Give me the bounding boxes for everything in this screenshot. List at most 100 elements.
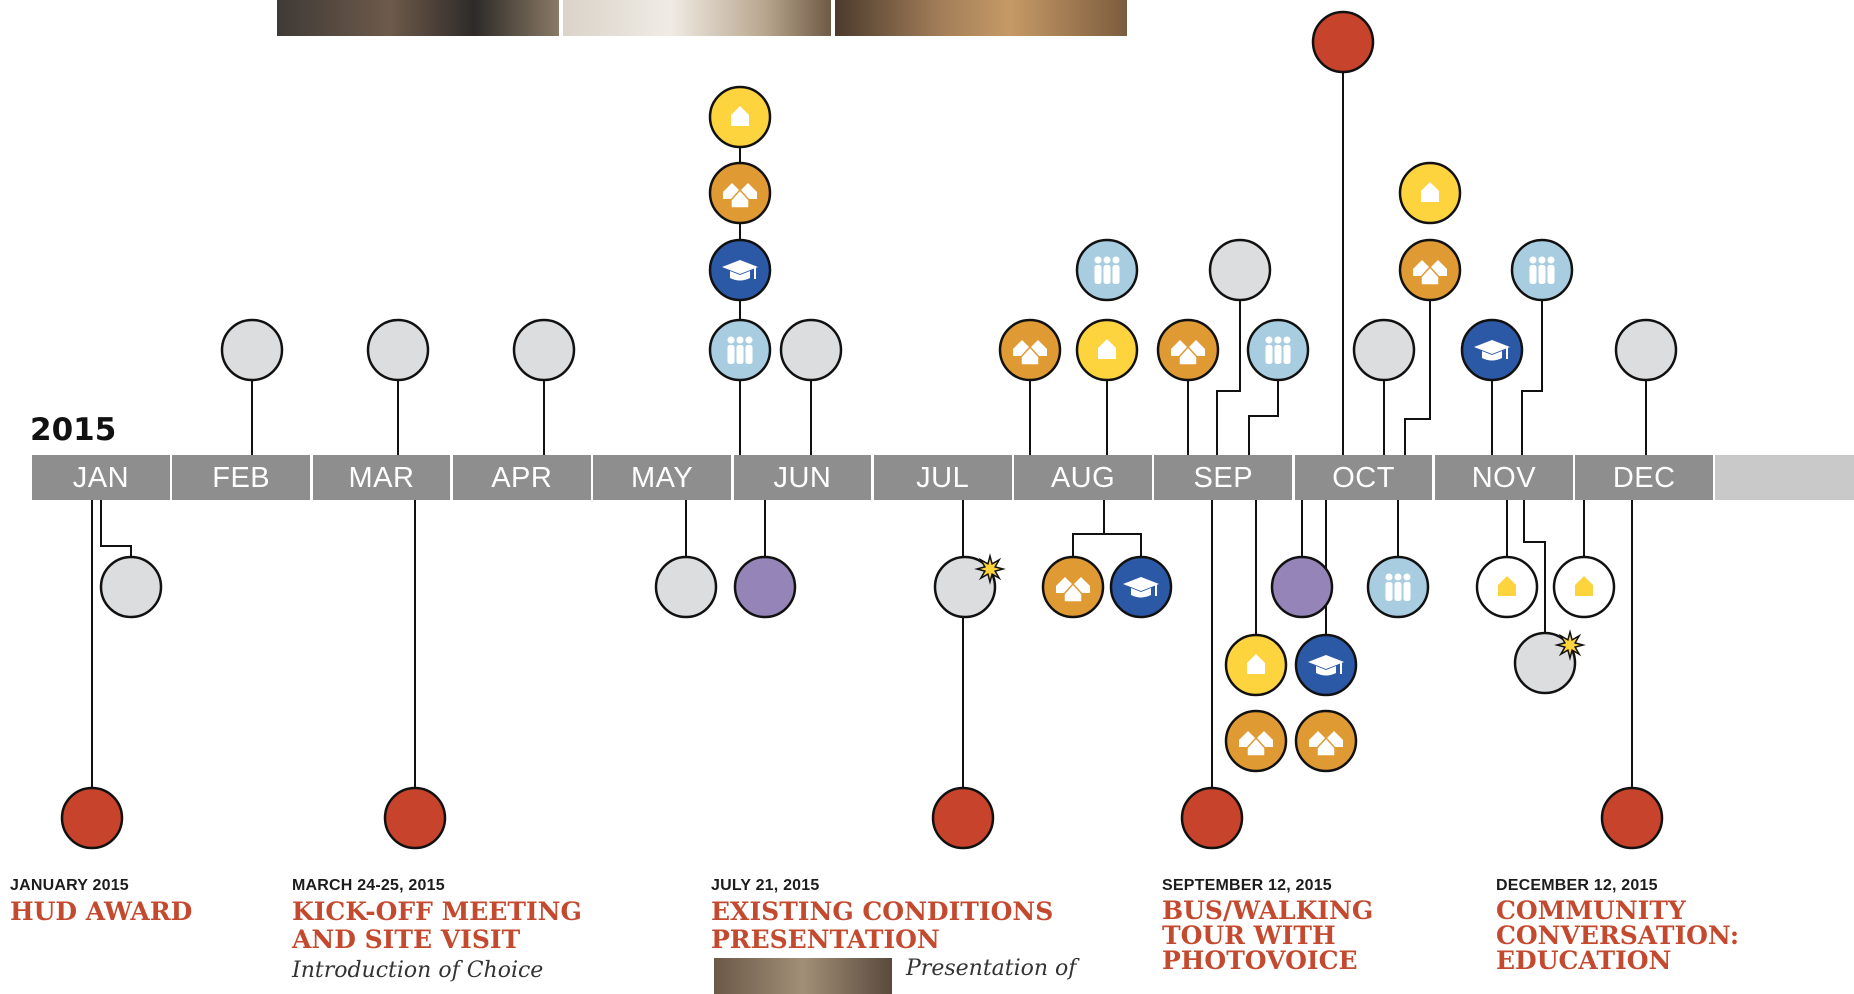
event-media-row: Presentation of xyxy=(711,954,1076,994)
house-shape xyxy=(1178,345,1198,366)
node-circle xyxy=(654,555,718,619)
node-circle xyxy=(512,318,576,382)
person-head xyxy=(1394,573,1402,581)
node-circle xyxy=(1311,10,1375,74)
event-date: SEPTEMBER 12, 2015 xyxy=(1162,877,1332,894)
node-circle xyxy=(1352,318,1416,382)
cap-shape xyxy=(722,260,758,274)
person-head xyxy=(1274,336,1282,344)
node-circle xyxy=(366,318,430,382)
house-shape xyxy=(1247,654,1265,674)
house-shape xyxy=(1020,345,1040,366)
month-segment-mar xyxy=(312,455,451,500)
person-body xyxy=(745,345,753,364)
gray-node xyxy=(99,555,163,619)
graduation-cap-icon xyxy=(708,238,772,302)
people-icon xyxy=(1075,238,1139,302)
house-shape xyxy=(1063,582,1083,603)
event-title: COMMUNITY CONVERSATION: EDUCATION xyxy=(1496,898,1739,973)
event-date: DECEMBER 12, 2015 xyxy=(1496,877,1658,894)
cap-shape xyxy=(1316,666,1336,676)
month-label: OCT xyxy=(1332,462,1395,494)
month-segment-apr xyxy=(452,455,591,500)
gray-node xyxy=(1614,318,1678,382)
node-circle xyxy=(1208,238,1272,302)
gray-node xyxy=(1352,318,1416,382)
node-circle xyxy=(779,318,843,382)
gray-node xyxy=(366,318,430,382)
event-title-line: PHOTOVOICE xyxy=(1162,946,1358,975)
node-circle xyxy=(733,555,797,619)
connector-line xyxy=(1404,299,1431,455)
event-kickoff-meeting: MARCH 24-25, 2015 KICK-OFF MEETING AND S… xyxy=(292,877,582,983)
month-label: APR xyxy=(491,462,553,494)
houses-icon xyxy=(998,318,1062,382)
event-date: MARCH 24-25, 2015 xyxy=(292,877,445,894)
houses-icon xyxy=(1398,238,1462,302)
people-icon xyxy=(708,318,772,382)
node-circle xyxy=(60,786,124,850)
event-community-conversation: DECEMBER 12, 2015 COMMUNITY CONVERSATION… xyxy=(1496,877,1739,973)
person-head xyxy=(1529,256,1537,264)
month-label: AUG xyxy=(1050,462,1116,494)
milestone-node xyxy=(1311,10,1375,74)
person-body xyxy=(1283,345,1291,364)
house-shape xyxy=(1316,736,1336,757)
gray-node xyxy=(933,553,1006,619)
graduation-cap-icon xyxy=(1294,633,1358,697)
person-body xyxy=(1274,345,1282,364)
node-circle xyxy=(1614,318,1678,382)
node-circle xyxy=(1513,631,1577,695)
month-segment-nov xyxy=(1435,455,1573,500)
connector-line xyxy=(1072,500,1105,558)
event-title-line: TOUR WITH xyxy=(1162,921,1336,950)
person-body xyxy=(1112,265,1120,284)
gray-node xyxy=(220,318,284,382)
event-title: HUD AWARD xyxy=(10,898,192,926)
month-segment-jun xyxy=(733,455,872,500)
node-circle xyxy=(99,555,163,619)
event-title: BUS/WALKING TOUR WITH PHOTOVOICE xyxy=(1162,898,1373,973)
event-description: Presentation of xyxy=(906,956,1077,981)
timeline-diagram xyxy=(60,10,1678,850)
connector-line xyxy=(1104,533,1142,558)
node-circle xyxy=(933,555,997,619)
milestone-node xyxy=(60,786,124,850)
event-title-line: EXISTING CONDITIONS xyxy=(711,897,1054,926)
cap-shape xyxy=(1123,577,1159,591)
graduation-cap-icon xyxy=(1109,555,1173,619)
event-date: JULY 21, 2015 xyxy=(711,877,820,894)
month-label: JAN xyxy=(72,462,130,494)
node-circle xyxy=(383,786,447,850)
person-head xyxy=(727,336,735,344)
node-circle xyxy=(1270,555,1334,619)
gray-node xyxy=(654,555,718,619)
event-title-line: EDUCATION xyxy=(1496,946,1672,975)
house-shape xyxy=(1098,339,1116,359)
event-date: JANUARY 2015 xyxy=(10,877,129,894)
house-shape xyxy=(730,188,750,209)
person-body xyxy=(1265,345,1273,364)
gray-node xyxy=(779,318,843,382)
month-segment-jul xyxy=(873,455,1012,500)
person-head xyxy=(745,336,753,344)
house-icon xyxy=(1475,555,1539,619)
event-description: Introduction of Choice xyxy=(292,958,544,983)
month-label: MAR xyxy=(348,462,415,494)
gray-node xyxy=(1513,629,1586,695)
person-head xyxy=(736,336,744,344)
connector-line xyxy=(1521,299,1543,455)
graduation-cap-icon xyxy=(1460,318,1524,382)
person-body xyxy=(1103,265,1111,284)
person-head xyxy=(1283,336,1291,344)
person-body xyxy=(1394,582,1402,601)
event-photo xyxy=(714,958,892,994)
person-body xyxy=(727,345,735,364)
event-title-line: COMMUNITY xyxy=(1496,896,1686,925)
event-title-line: HUD AWARD xyxy=(10,897,193,926)
month-segment-aug xyxy=(1014,455,1152,500)
month-segment-dec xyxy=(1575,455,1714,500)
person-body xyxy=(736,345,744,364)
photo-2 xyxy=(563,0,831,36)
asterisk-icon xyxy=(974,553,1006,585)
